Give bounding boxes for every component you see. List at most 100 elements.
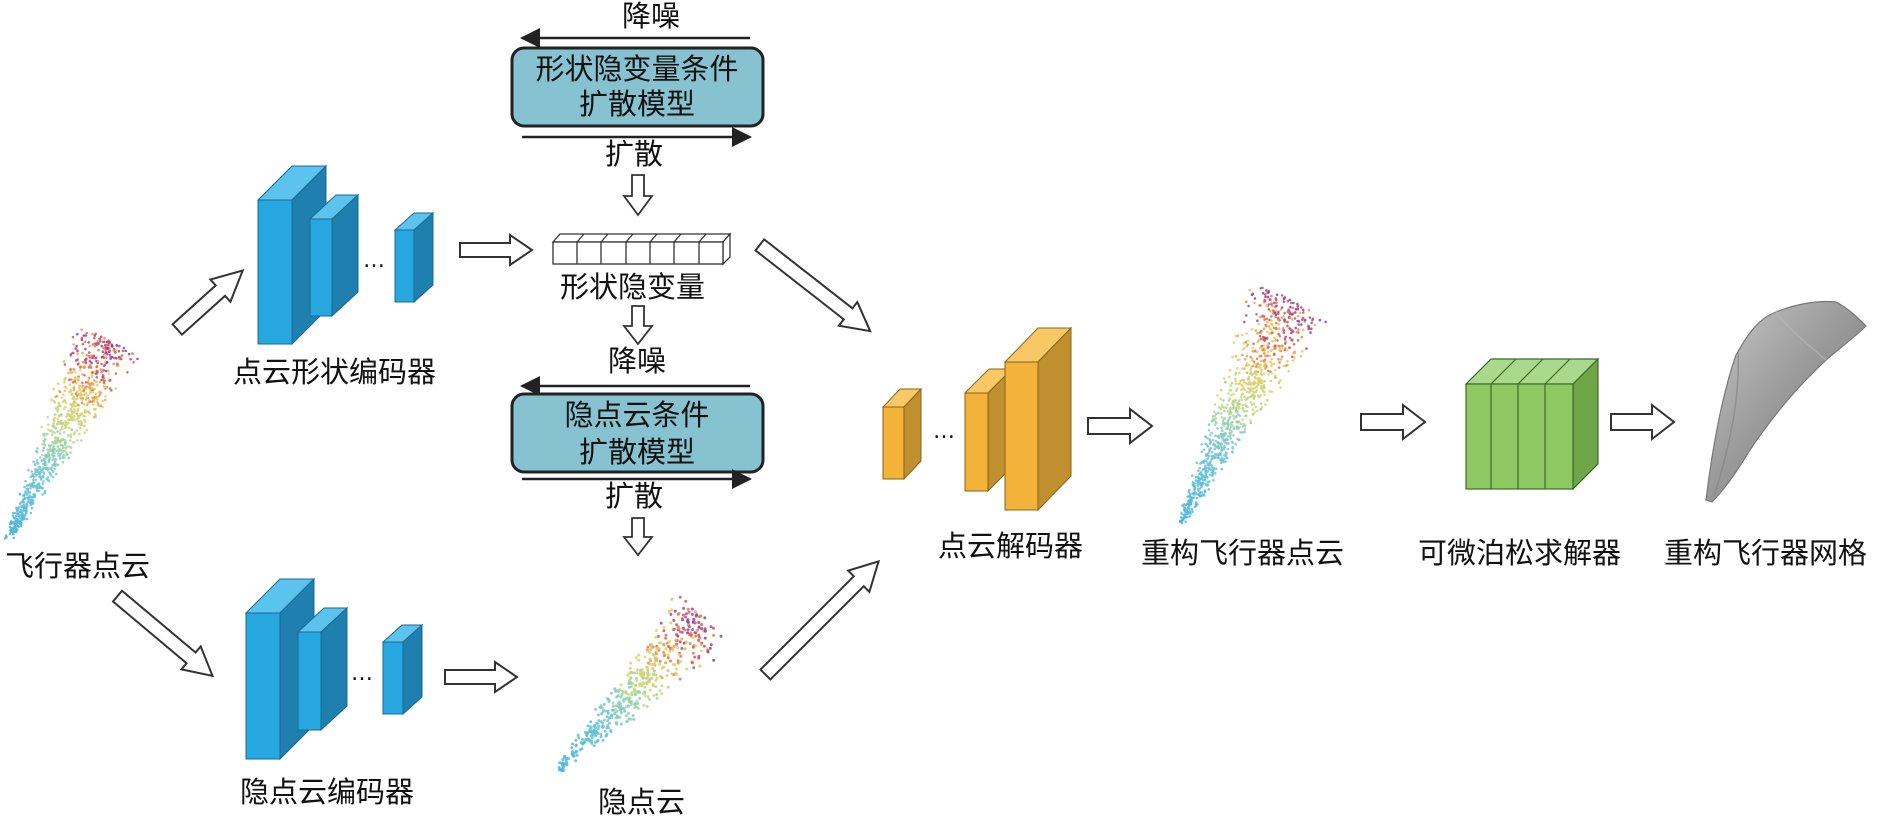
point-cloud-dot: [1265, 324, 1268, 328]
point-cloud-dot: [1232, 405, 1236, 408]
point-cloud-dot: [26, 496, 30, 500]
point-cloud-dot: [52, 387, 55, 391]
point-cloud-dot: [596, 713, 600, 717]
point-cloud-dot: [1263, 393, 1266, 397]
point-cloud-dot: [1259, 378, 1262, 382]
point-cloud-dot: [1234, 382, 1238, 386]
point-cloud-dot: [17, 513, 20, 516]
point-cloud-dot: [83, 410, 87, 413]
point-cloud-dot: [52, 445, 56, 448]
point-cloud-dot: [1251, 364, 1255, 368]
point-cloud-dot: [664, 647, 668, 651]
point-cloud-dot: [41, 449, 45, 453]
point-cloud-dot: [93, 400, 96, 403]
point-cloud-dot: [87, 341, 90, 344]
point-cloud-dot: [1293, 317, 1297, 320]
point-cloud-dot: [652, 662, 656, 666]
point-cloud-dot: [1228, 428, 1232, 431]
decoder-block: …: [881, 326, 1073, 512]
point-cloud-dot: [703, 636, 707, 640]
point-cloud-dot: [1280, 344, 1284, 348]
point-cloud-dot: [1270, 294, 1273, 298]
shape-enc-big-front: [257, 199, 293, 345]
point-cloud-dot: [78, 432, 81, 436]
point-cloud-dot: [58, 457, 62, 460]
point-cloud-dot: [1263, 318, 1266, 322]
point-cloud-dot: [80, 338, 84, 342]
point-cloud-dot: [559, 768, 563, 772]
point-cloud-dot: [63, 449, 66, 453]
point-cloud-dot: [1220, 446, 1224, 450]
point-cloud-dot: [619, 683, 623, 687]
point-cloud-dot: [700, 649, 703, 653]
point-cloud-dot: [1273, 374, 1277, 378]
point-cloud-dot: [578, 748, 582, 752]
point-cloud-dot: [619, 722, 623, 726]
point-cloud-dot: [602, 718, 606, 722]
point-cloud-dot: [1217, 453, 1220, 457]
point-cloud-dot: [685, 667, 689, 671]
point-cloud-dot: [1260, 344, 1263, 348]
point-cloud-dot: [1220, 426, 1223, 430]
point-cloud-dot: [1267, 332, 1271, 335]
point-cloud-dot: [54, 407, 58, 410]
point-cloud-dot: [1197, 469, 1200, 473]
point-cloud-dot: [1187, 503, 1191, 507]
point-cloud-dot: [80, 439, 83, 442]
point-cloud-dot: [1223, 453, 1226, 457]
point-cloud-dot: [594, 729, 598, 733]
point-cloud-dot: [1223, 431, 1227, 435]
point-cloud-dot: [11, 514, 15, 518]
arrow-bottom-diffusion-to-latent-cloud: [622, 517, 654, 557]
point-cloud-dot: [564, 758, 568, 762]
point-cloud-dot: [1237, 438, 1241, 442]
point-cloud-dot: [1230, 393, 1233, 397]
point-cloud-dot: [709, 625, 713, 629]
point-cloud-dot: [1229, 425, 1233, 429]
point-cloud-dot: [656, 634, 660, 638]
point-cloud-dot: [63, 378, 66, 381]
point-cloud-dot: [8, 532, 12, 535]
point-cloud-dot: [1219, 407, 1222, 411]
point-cloud-dot: [1240, 333, 1244, 337]
arrow-decoder-to-recon-cloud: [1087, 406, 1154, 446]
point-cloud-dot: [1229, 437, 1232, 440]
point-cloud-dot: [1205, 443, 1208, 447]
point-cloud-dot: [1193, 488, 1196, 492]
point-cloud-dot: [1249, 355, 1252, 359]
point-cloud-dot: [43, 432, 46, 436]
point-cloud-dot: [52, 449, 56, 452]
point-cloud-dot: [72, 404, 76, 408]
point-cloud-dot: [1209, 433, 1212, 437]
point-cloud-dot: [608, 721, 611, 725]
point-cloud-dot: [35, 473, 38, 477]
point-cloud-dot: [1265, 320, 1269, 324]
point-cloud-dot: [1215, 421, 1218, 425]
point-cloud-dot: [69, 451, 72, 454]
point-cloud-dot: [1265, 337, 1268, 341]
point-cloud-dot: [628, 666, 632, 670]
point-cloud-dot: [1318, 318, 1322, 322]
point-cloud-dot: [22, 501, 26, 504]
point-cloud-dot: [1259, 315, 1262, 319]
point-cloud-dot: [1211, 472, 1215, 476]
point-cloud-dot: [45, 432, 49, 436]
point-cloud-dot: [1284, 342, 1287, 345]
point-cloud-dot: [1188, 492, 1192, 496]
point-cloud-dot: [69, 407, 73, 411]
point-cloud-dot: [1244, 414, 1247, 418]
point-cloud-dot: [49, 448, 52, 452]
point-cloud-dot: [1226, 410, 1230, 413]
point-cloud-dot: [32, 484, 36, 488]
point-cloud-dot: [1231, 445, 1234, 449]
point-cloud-dot: [1274, 326, 1278, 330]
point-cloud-dot: [1265, 317, 1268, 321]
point-cloud-dot: [1277, 316, 1280, 320]
point-cloud-dot: [694, 644, 698, 648]
point-cloud-dot: [1219, 458, 1222, 462]
point-cloud-dot: [1263, 372, 1266, 376]
point-cloud-dot: [52, 422, 55, 426]
point-cloud-dot: [698, 664, 702, 668]
point-cloud-dot: [657, 647, 661, 651]
point-cloud-dot: [1270, 357, 1273, 361]
